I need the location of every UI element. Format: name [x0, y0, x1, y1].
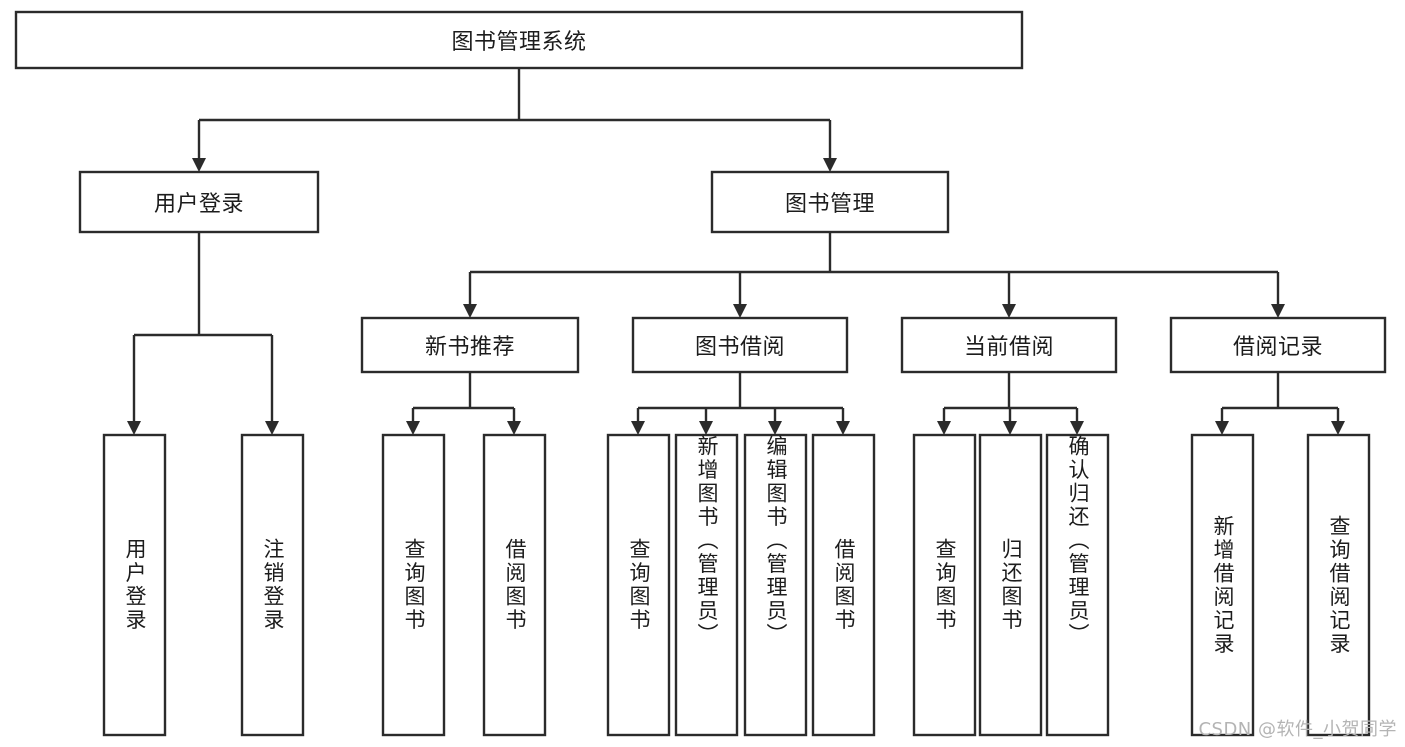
node-current-borrow-box[interactable]: [900, 316, 1118, 374]
leaf-box-query-book-2[interactable]: [606, 433, 671, 737]
arrow-bm-book-borrow: [733, 304, 747, 318]
leaf-box-add-book[interactable]: [674, 433, 739, 737]
arrow-br-leaf-2: [1331, 421, 1345, 435]
arrow-bb-leaf-1: [631, 421, 645, 435]
node-book-borrow-box[interactable]: [631, 316, 849, 374]
arrow-bm-borrow-record: [1271, 304, 1285, 318]
leaf-box-add-record[interactable]: [1190, 433, 1255, 737]
arrow-user-login-leaf-2: [265, 421, 279, 435]
arrow-user-login-leaf-1: [127, 421, 141, 435]
connector-group-borrow-record: [1215, 372, 1345, 435]
connector-group-current-borrow: [937, 372, 1084, 435]
leaf-box-return-book[interactable]: [978, 433, 1043, 737]
leaf-box-confirm-return[interactable]: [1045, 433, 1110, 737]
leaf-box-borrow-book-1[interactable]: [482, 433, 547, 737]
connector-group-user-login: [127, 232, 279, 435]
leaf-box-query-book-1[interactable]: [381, 433, 446, 737]
connector-group-root: [192, 68, 837, 172]
arrow-bm-current-borrow: [1002, 304, 1016, 318]
leaf-box-logout-login[interactable]: [240, 433, 305, 737]
arrow-br-leaf-1: [1215, 421, 1229, 435]
arrow-nbr-leaf-2: [507, 421, 521, 435]
arrow-cb-leaf-2: [1003, 421, 1017, 435]
leaf-box-borrow-book-2[interactable]: [811, 433, 876, 737]
arrow-nbr-leaf-1: [406, 421, 420, 435]
arrow-root-to-book-manage: [823, 158, 837, 172]
leaf-box-user-login[interactable]: [102, 433, 167, 737]
connector-group-book-borrow: [631, 372, 850, 435]
node-user-login-box[interactable]: [78, 170, 320, 234]
connector-group-new-book-recommend: [406, 372, 521, 435]
leaf-box-query-book-3[interactable]: [912, 433, 977, 737]
arrow-bb-leaf-4: [836, 421, 850, 435]
arrow-bb-leaf-2: [699, 421, 713, 435]
arrow-root-to-user-login: [192, 158, 206, 172]
node-book-manage-box[interactable]: [710, 170, 950, 234]
node-new-book-recommend-box[interactable]: [360, 316, 580, 374]
connector-group-book-manage: [463, 232, 1285, 318]
leaf-box-edit-book[interactable]: [743, 433, 808, 737]
node-root-box[interactable]: [14, 10, 1024, 70]
arrow-cb-leaf-3: [1070, 421, 1084, 435]
arrow-bb-leaf-3: [768, 421, 782, 435]
arrow-cb-leaf-1: [937, 421, 951, 435]
leaf-box-query-record[interactable]: [1306, 433, 1371, 737]
arrow-bm-new-book-recommend: [463, 304, 477, 318]
node-borrow-record-box[interactable]: [1169, 316, 1387, 374]
